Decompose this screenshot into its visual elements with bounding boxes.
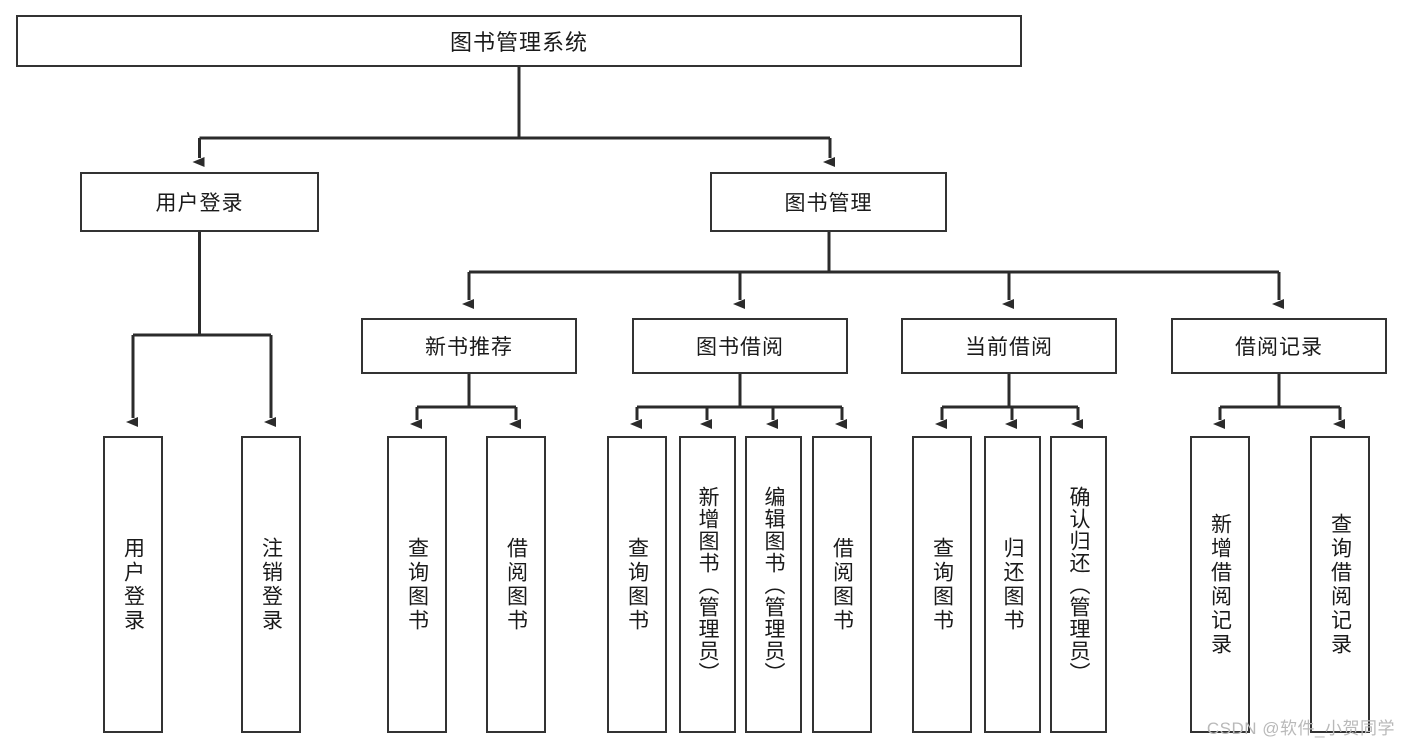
node-root-system[interactable]: 图书管理系统 xyxy=(16,15,1022,67)
node-leaf-query-book-3[interactable]: 查询图书 xyxy=(912,436,972,733)
node-borrow-record[interactable]: 借阅记录 xyxy=(1171,318,1387,374)
node-new-book-recommend[interactable]: 新书推荐 xyxy=(361,318,577,374)
node-leaf-logout[interactable]: 注销登录 xyxy=(241,436,301,733)
node-leaf-borrow-book-2[interactable]: 借阅图书 xyxy=(812,436,872,733)
node-current-borrow[interactable]: 当前借阅 xyxy=(901,318,1117,374)
node-user-login[interactable]: 用户登录 xyxy=(80,172,319,232)
node-leaf-query-book-2[interactable]: 查询图书 xyxy=(607,436,667,733)
node-leaf-add-book[interactable]: 新增图书（管理员） xyxy=(679,436,736,733)
watermark-text: CSDN @软件_小贺同学 xyxy=(1206,719,1395,738)
node-leaf-user-login[interactable]: 用户登录 xyxy=(103,436,163,733)
node-leaf-add-record[interactable]: 新增借阅记录 xyxy=(1190,436,1250,733)
node-leaf-query-book-1[interactable]: 查询图书 xyxy=(387,436,447,733)
node-book-manage[interactable]: 图书管理 xyxy=(710,172,947,232)
node-leaf-query-record[interactable]: 查询借阅记录 xyxy=(1310,436,1370,733)
node-book-borrow[interactable]: 图书借阅 xyxy=(632,318,848,374)
node-leaf-borrow-book-1[interactable]: 借阅图书 xyxy=(486,436,546,733)
node-leaf-confirm-return[interactable]: 确认归还（管理员） xyxy=(1050,436,1107,733)
node-leaf-return-book[interactable]: 归还图书 xyxy=(984,436,1041,733)
node-leaf-edit-book[interactable]: 编辑图书（管理员） xyxy=(745,436,802,733)
